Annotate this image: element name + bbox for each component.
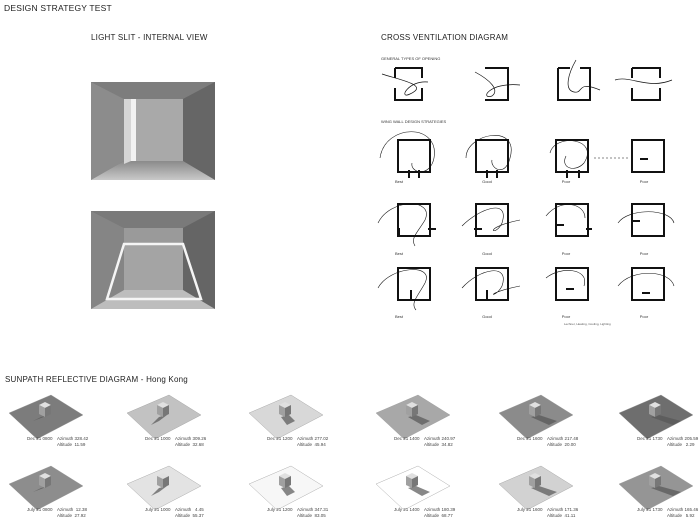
jul-sun-altitude-2: Altitude 55.37 bbox=[175, 513, 204, 518]
cross-vent-title: CROSS VENTILATION DIAGRAM bbox=[381, 33, 509, 42]
wingwall-diagrams bbox=[377, 131, 675, 311]
row3-label-2: Good bbox=[482, 314, 492, 319]
light-slit-render-bottom bbox=[91, 211, 215, 309]
dec-sun-time-2: Dec 21 1000 bbox=[145, 436, 171, 441]
dec-sun-azimuth-6: Azimuth 205.59 bbox=[667, 436, 699, 441]
dec-sun-time-6: Dec 21 1730 bbox=[637, 436, 663, 441]
dec-sun-azimuth-1: Azimuth 328.42 bbox=[57, 436, 89, 441]
jul-sun-tile-3 bbox=[248, 465, 324, 511]
light-slit-title: LIGHT SLIT - INTERNAL VIEW bbox=[91, 33, 208, 42]
dec-sun-azimuth-3: Azimuth 277.02 bbox=[297, 436, 329, 441]
jul-sun-time-2: July 21 1000 bbox=[145, 507, 171, 512]
dec-sun-altitude-3: Altitude 45.94 bbox=[297, 442, 326, 447]
dec-sun-altitude-1: Altitude 11.59 bbox=[57, 442, 86, 447]
dec-sun-tile-6 bbox=[618, 394, 694, 440]
row1-label-4: Poor bbox=[639, 179, 649, 184]
row3-label-1: Best bbox=[394, 314, 403, 319]
dec-sun-tile-1 bbox=[8, 394, 84, 440]
jul-sun-tile-5 bbox=[498, 465, 574, 511]
wingwall-label: WING WALL DESIGN STRATEGIES bbox=[381, 119, 447, 124]
dec-sun-altitude-2: Altitude 32.68 bbox=[175, 442, 204, 447]
jul-sun-time-3: July 21 1200 bbox=[267, 507, 293, 512]
dec-sun-altitude-4: Altitude 34.82 bbox=[424, 442, 453, 447]
jul-sun-altitude-4: Altitude 68.77 bbox=[424, 513, 453, 518]
jul-sun-azimuth-1: Azimuth 12.38 bbox=[57, 507, 88, 512]
dec-sun-tile-5 bbox=[498, 394, 574, 440]
jul-sun-altitude-6: Altitude 5.92 bbox=[667, 513, 695, 518]
row1-label-3: Poor bbox=[561, 179, 571, 184]
row2-label-2: Good bbox=[482, 251, 492, 256]
dec-sun-time-3: Dec 21 1200 bbox=[267, 436, 293, 441]
row3-label-4: Poor bbox=[639, 314, 649, 319]
light-slit-render-top bbox=[91, 82, 215, 180]
dec-sun-azimuth-2: Azimuth 309.26 bbox=[175, 436, 207, 441]
row1-label-2: Good bbox=[482, 179, 492, 184]
jul-sun-azimuth-4: Azimuth 180.39 bbox=[424, 507, 456, 512]
jul-sun-altitude-1: Altitude 27.92 bbox=[57, 513, 86, 518]
jul-sun-azimuth-2: Azimuth 4.45 bbox=[175, 507, 204, 512]
jul-sun-tile-2 bbox=[126, 465, 202, 511]
page-title: DESIGN STRATEGY TEST bbox=[4, 3, 112, 13]
openings-label: GENERAL TYPES OF OPENING bbox=[381, 56, 441, 61]
dec-sun-tile-4 bbox=[375, 394, 451, 440]
dec-sun-azimuth-5: Azimuth 217.48 bbox=[547, 436, 579, 441]
sunpath-title: SUNPATH REFLECTIVE DIAGRAM - Hong Kong bbox=[5, 375, 188, 384]
dec-sun-time-4: Dec 21 1400 bbox=[394, 436, 420, 441]
dec-sun-azimuth-4: Azimuth 240.97 bbox=[424, 436, 456, 441]
jul-sun-altitude-3: Altitude 83.05 bbox=[297, 513, 326, 518]
jul-sun-tile-1 bbox=[8, 465, 84, 511]
jul-sun-azimuth-5: Azimuth 171.36 bbox=[547, 507, 579, 512]
dec-sun-altitude-6: Altitude 2.29 bbox=[667, 442, 695, 447]
jul-sun-time-6: July 21 1730 bbox=[637, 507, 663, 512]
row2-label-4: Poor bbox=[639, 251, 649, 256]
row2-label-3: Poor bbox=[561, 251, 571, 256]
jul-sun-tile-6 bbox=[618, 465, 694, 511]
openings-diagram bbox=[381, 59, 673, 101]
jul-sun-azimuth-6: Azimuth 165.46 bbox=[667, 507, 699, 512]
jul-sun-altitude-5: Altitude 41.11 bbox=[547, 513, 576, 518]
dec-sun-tile-3 bbox=[248, 394, 324, 440]
dec-sun-altitude-5: Altitude 20.00 bbox=[547, 442, 576, 447]
row1-label-1: Best bbox=[394, 179, 403, 184]
jul-sun-azimuth-3: Azimuth 347.31 bbox=[297, 507, 329, 512]
jul-sun-time-1: July 21 0800 bbox=[27, 507, 53, 512]
jul-sun-tile-4 bbox=[375, 465, 451, 511]
row3-label-3: Poor bbox=[561, 314, 571, 319]
dec-sun-time-5: Dec 21 1600 bbox=[517, 436, 543, 441]
jul-sun-time-5: July 21 1600 bbox=[517, 507, 543, 512]
jul-sun-time-4: July 21 1400 bbox=[394, 507, 420, 512]
row2-label-1: Best bbox=[394, 251, 403, 256]
dec-sun-tile-2 bbox=[126, 394, 202, 440]
dec-sun-time-1: Dec 21 0800 bbox=[27, 436, 53, 441]
source-note: Lechner, Heating, Cooling, Lighting bbox=[564, 322, 611, 326]
